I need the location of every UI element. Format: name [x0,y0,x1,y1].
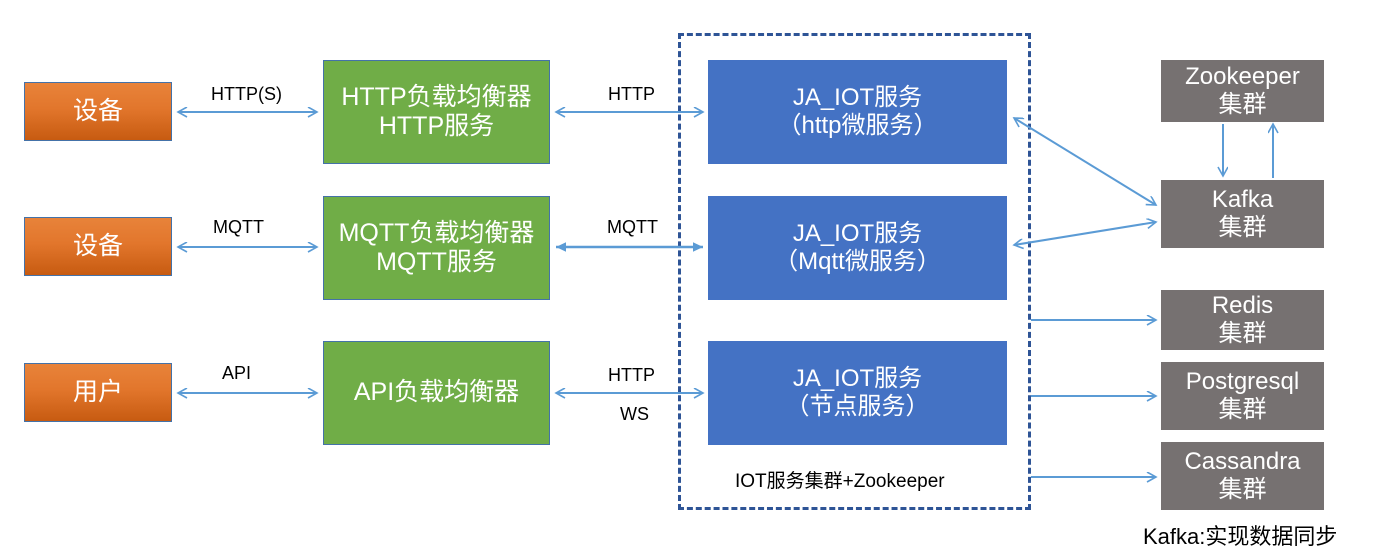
node-device-http[interactable]: 设备 [24,82,172,141]
node-postgresql[interactable]: Postgresql 集群 [1161,362,1324,430]
node-device-mqtt[interactable]: 设备 [24,217,172,276]
node-zookeeper[interactable]: Zookeeper 集群 [1161,60,1324,122]
kafka-note: Kafka:实现数据同步 [1143,524,1338,549]
node-cassandra-line2: 集群 [1218,476,1267,503]
node-ja-iot-node-line1: JA_IOT服务 [792,364,923,392]
edge-label-mqtt-left: MQTT [213,217,264,237]
node-ja-iot-mqtt-line2: （Mqtt微服务） [774,248,941,275]
node-http-balancer-line2: HTTP服务 [378,112,495,140]
node-api-balancer[interactable]: API负载均衡器 [323,341,550,445]
node-api-balancer-line1: API负载均衡器 [353,378,520,407]
edge-label-ws-api: WS [620,404,649,424]
edge-label-mqtt-right: MQTT [607,217,658,237]
node-user-api[interactable]: 用户 [24,363,172,422]
node-device-http-label: 设备 [72,96,123,125]
node-kafka[interactable]: Kafka 集群 [1161,180,1324,248]
node-cassandra-line1: Cassandra [1184,447,1301,475]
node-kafka-line1: Kafka [1211,185,1274,213]
node-http-balancer[interactable]: HTTP负载均衡器 HTTP服务 [323,60,550,164]
edge-label-api: API [222,363,252,383]
edge-ja-iot-http-to-kafka [1014,118,1156,205]
node-postgresql-line1: Postgresql [1185,367,1300,395]
node-ja-iot-http-line2: （http微服务） [777,112,938,139]
node-postgresql-line2: 集群 [1218,396,1267,423]
node-zookeeper-line2: 集群 [1218,91,1267,118]
node-device-mqtt-label: 设备 [72,231,123,260]
node-mqtt-balancer-line2: MQTT服务 [376,248,497,276]
edge-label-http-s: HTTP(S) [211,84,282,104]
edge-label-http-right: HTTP [608,84,655,104]
iot-service-cluster-group [678,33,1031,510]
node-ja-iot-http[interactable]: JA_IOT服务 （http微服务） [708,60,1007,164]
node-redis-line2: 集群 [1218,320,1267,347]
node-redis-line1: Redis [1211,291,1274,319]
node-ja-iot-http-line1: JA_IOT服务 [792,83,923,111]
edge-label-http-api: HTTP [608,365,655,385]
node-cassandra[interactable]: Cassandra 集群 [1161,442,1324,510]
node-zookeeper-line1: Zookeeper [1185,62,1300,90]
edge-ja-iot-mqtt-to-kafka [1014,222,1156,245]
node-user-api-label: 用户 [72,377,123,406]
node-ja-iot-mqtt[interactable]: JA_IOT服务 （Mqtt微服务） [708,196,1007,300]
node-http-balancer-line1: HTTP负载均衡器 [341,82,532,111]
node-kafka-line2: 集群 [1218,214,1267,241]
node-ja-iot-node[interactable]: JA_IOT服务 （节点服务） [708,341,1007,445]
node-mqtt-balancer-line1: MQTT负载均衡器 [338,218,535,247]
node-ja-iot-mqtt-line1: JA_IOT服务 [792,219,923,247]
node-mqtt-balancer[interactable]: MQTT负载均衡器 MQTT服务 [323,196,550,300]
node-ja-iot-node-line2: （节点服务） [785,393,930,420]
group-caption: IOT服务集群+Zookeeper [735,471,945,492]
node-redis[interactable]: Redis 集群 [1161,290,1324,350]
